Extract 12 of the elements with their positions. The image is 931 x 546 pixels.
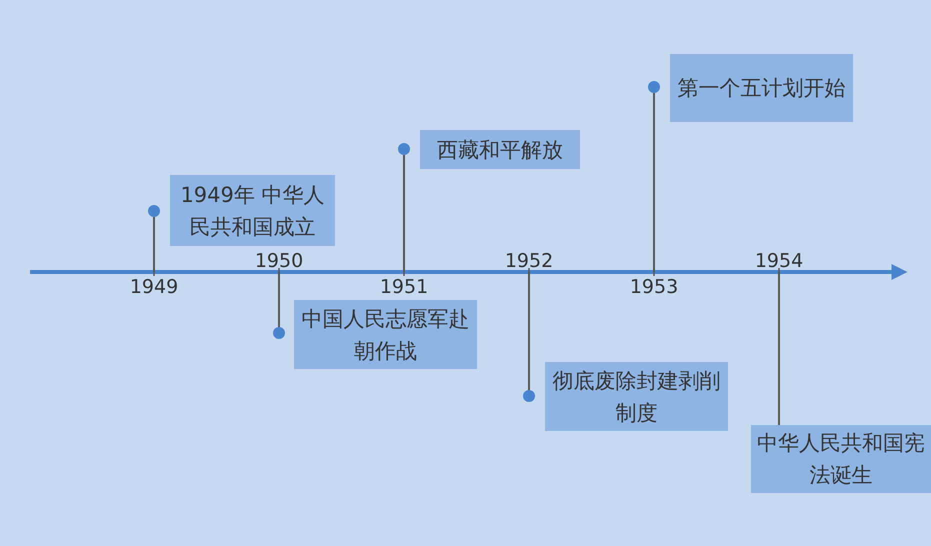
year-label: 1949	[128, 276, 180, 298]
event-box: 第一个五计划开始	[670, 54, 853, 122]
event-box: 中国人民志愿军赴朝作战	[294, 300, 477, 369]
event-box: 1949年 中华人民共和国成立	[170, 175, 335, 246]
event-box: 彻底废除封建剥削制度	[545, 362, 728, 431]
year-label: 1950	[254, 250, 304, 272]
year-label: 1953	[628, 276, 680, 298]
year-label: 1954	[754, 250, 804, 272]
event-box: 西藏和平解放	[420, 130, 580, 169]
year-label: 1951	[378, 276, 430, 298]
event-box: 中华人民共和国宪法诞生	[751, 425, 931, 493]
year-label: 1952	[504, 250, 554, 272]
